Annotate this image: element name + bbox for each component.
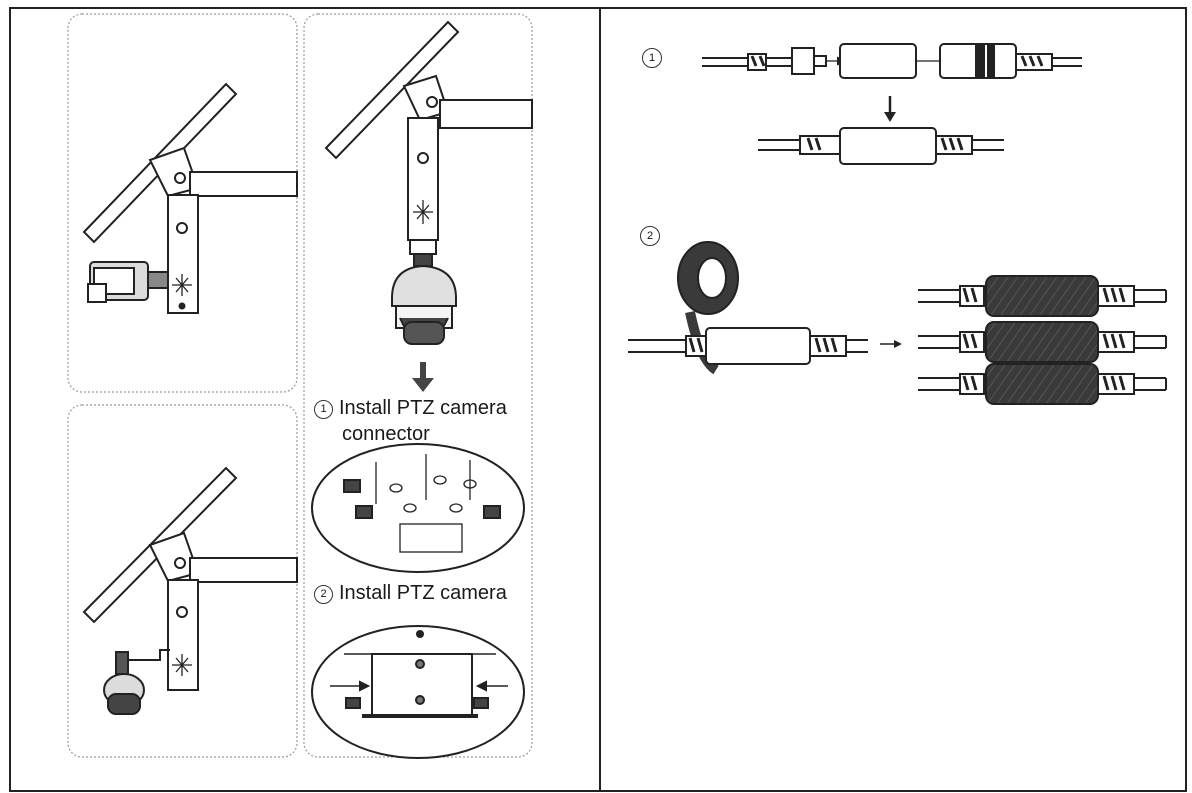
step1-label-line2: connector xyxy=(342,422,430,446)
pole-mount-ptz-camera-left xyxy=(82,466,298,715)
cable-connection-before xyxy=(702,43,1082,79)
bracket-bottom-hole xyxy=(178,302,186,310)
page-frame xyxy=(9,7,1187,792)
vertical-bracket xyxy=(167,194,199,314)
horizontal-arm xyxy=(439,99,533,129)
waterproof-sleeve xyxy=(839,43,917,79)
step1-label: 1 Install PTZ camera xyxy=(314,396,507,420)
pole xyxy=(324,20,460,160)
sparkle-mark xyxy=(413,200,433,224)
horizontal-arm xyxy=(189,171,298,197)
step1-down-arrow xyxy=(884,96,896,122)
cable-sleeve xyxy=(705,327,811,365)
connector-detail-oval xyxy=(311,443,525,573)
bracket-hole xyxy=(176,222,188,234)
wrapped-cable-1 xyxy=(918,275,1167,317)
step1-text-line2: connector xyxy=(342,423,430,445)
frame-right-column xyxy=(303,13,533,758)
frame-top-left xyxy=(67,13,298,393)
step2-number: 2 xyxy=(314,585,333,604)
clamp-bolt xyxy=(426,96,438,108)
vertical-bracket xyxy=(167,579,199,691)
joined-sleeve xyxy=(839,127,937,165)
ptz-camera-small xyxy=(103,649,170,715)
bracket-hole xyxy=(417,152,429,164)
wrapped-cable-2 xyxy=(918,321,1167,363)
bracket-hole xyxy=(176,606,188,618)
wrapped-cables xyxy=(918,275,1167,405)
right-step1-number: 1 xyxy=(642,48,662,68)
step2-text: Install PTZ camera xyxy=(339,582,507,604)
cable-connection-after xyxy=(758,127,1004,165)
sparkle-mark xyxy=(172,654,192,676)
right-step2-number: 2 xyxy=(640,226,660,246)
wrapped-cable-3 xyxy=(918,363,1167,405)
pole-mount-bullet-camera xyxy=(82,82,298,314)
down-arrow xyxy=(412,362,434,392)
ptz-dome-camera xyxy=(391,264,457,345)
horizontal-arm xyxy=(189,557,298,583)
clamp-bolt xyxy=(174,172,186,184)
tape-wrap-diagram xyxy=(628,241,868,375)
clamp-bolt xyxy=(174,557,186,569)
step1-number: 1 xyxy=(314,400,333,419)
step2-label: 2 Install PTZ camera xyxy=(314,581,507,605)
mount-detail-oval xyxy=(311,625,525,759)
pole-mount-ptz-camera-right xyxy=(324,20,533,345)
bullet-camera xyxy=(87,261,169,303)
sparkle-mark xyxy=(172,274,192,296)
step1-text-line1: Install PTZ camera xyxy=(339,397,507,419)
step2-right-arrow xyxy=(880,340,902,348)
mount-neck xyxy=(413,253,433,267)
mount-plate xyxy=(409,239,437,255)
